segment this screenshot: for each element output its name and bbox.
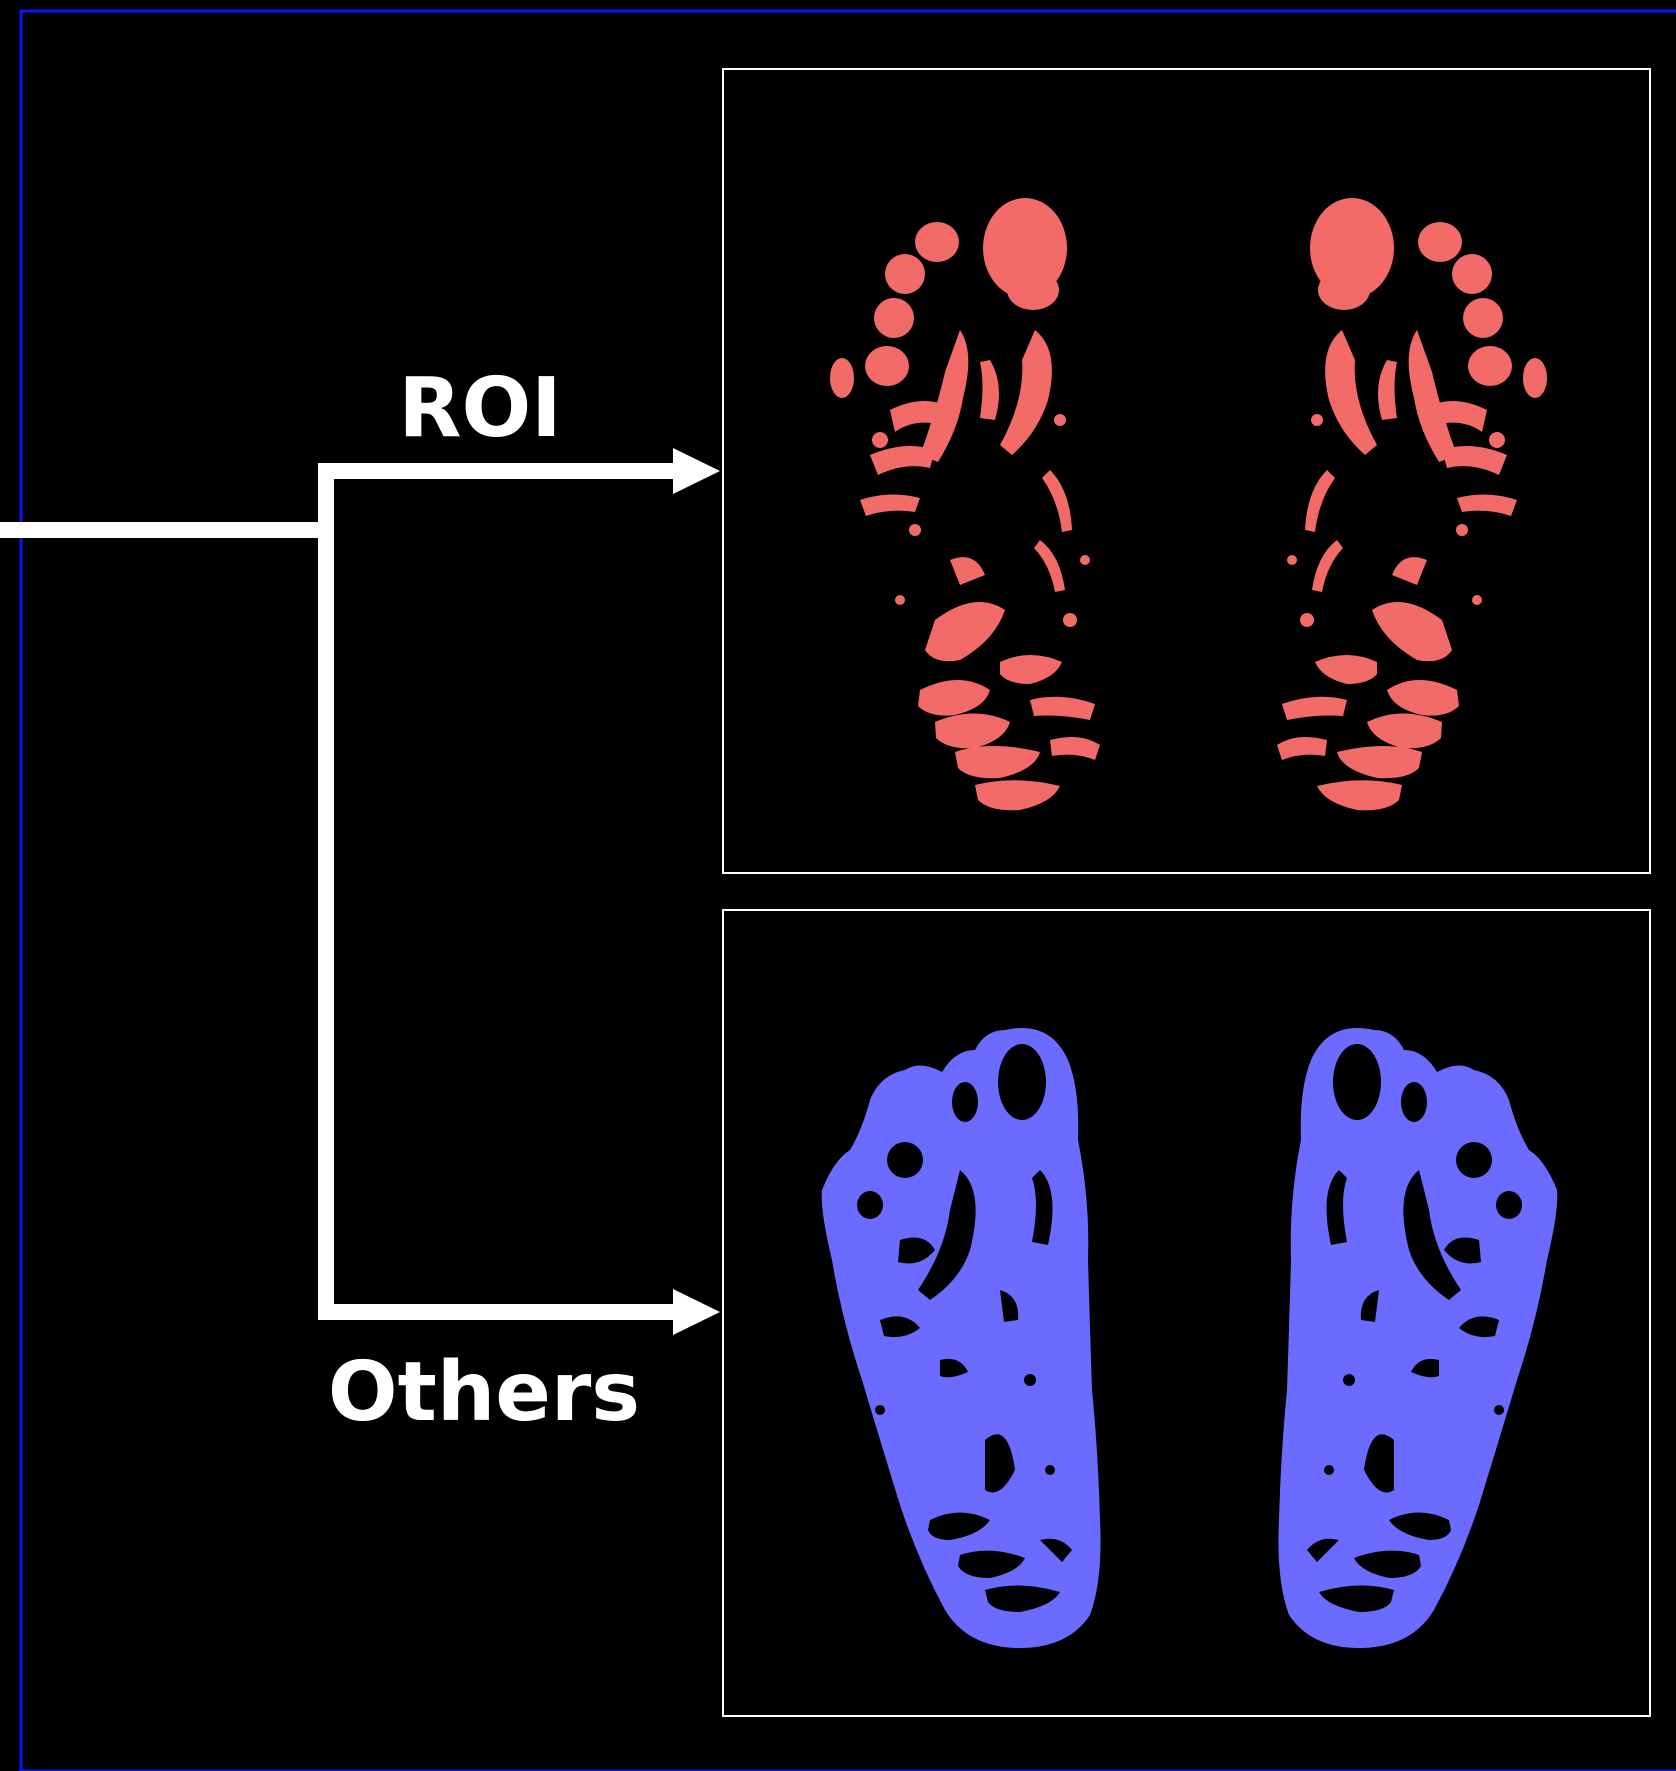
roi-arrow-head-icon (673, 448, 720, 494)
others-label: Others (328, 1345, 640, 1440)
others-panel (723, 910, 1650, 1716)
others-branch-line (326, 530, 676, 1312)
branch-connector (0, 471, 676, 1312)
roi-label: ROI (398, 361, 561, 456)
roi-panel-border (723, 69, 1650, 873)
others-arrow-head-icon (673, 1289, 720, 1335)
roi-branch-line (326, 471, 676, 530)
roi-panel (723, 69, 1650, 873)
